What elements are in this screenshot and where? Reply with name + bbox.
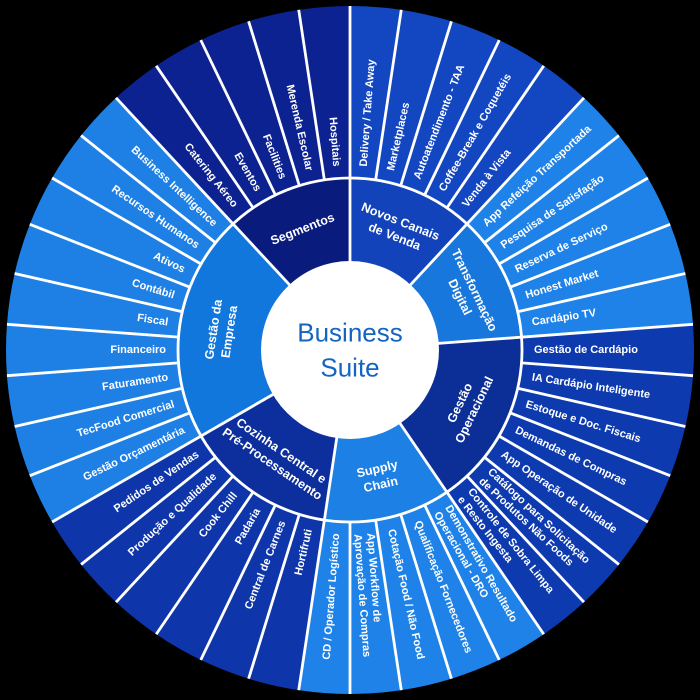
financeiro-wedge — [6, 324, 179, 376]
cd-operador-logistico-wedge — [298, 520, 350, 694]
padaria-wedge — [156, 492, 276, 660]
gestao-orcamentaria-wedge — [29, 412, 202, 522]
hospitais-wedge — [298, 6, 350, 180]
module-divider-line — [6, 361, 179, 378]
module-divider-line — [498, 176, 649, 266]
category-divider-line — [297, 435, 339, 691]
faturamento-wedge — [6, 362, 183, 427]
cardapio-tv-wedge — [517, 273, 694, 338]
cotacao-food-nao-food-wedge — [375, 514, 452, 691]
module-divider-line — [247, 20, 301, 187]
module-divider-line — [80, 456, 217, 566]
gestao-de-cardapio-label: Gestão de Cardápio — [534, 344, 638, 356]
module-divider-line — [6, 322, 179, 339]
category-divider-line — [408, 96, 586, 288]
module-divider-line — [199, 39, 277, 196]
central-de-carnes-wedge — [200, 504, 300, 679]
category-divider-line — [397, 421, 545, 636]
autoatendimento-taa-wedge — [400, 21, 500, 196]
estoque-e-doc-fiscais-wedge — [510, 388, 686, 476]
hospitais-label: Hospitais — [327, 117, 343, 167]
module-divider-line — [374, 9, 403, 181]
module-divider-line — [423, 504, 501, 661]
demandas-de-compras-wedge — [498, 412, 671, 522]
category-divider-line — [436, 322, 694, 345]
module-divider-line — [483, 134, 620, 244]
module-divider-line — [521, 361, 694, 378]
module-divider-line — [51, 176, 202, 266]
honest-market-wedge — [510, 224, 686, 312]
financeiro-label: Financeiro — [110, 344, 166, 356]
tecfood-comercial-wedge — [14, 388, 190, 476]
coffee-break-e-coqueteis-wedge — [424, 40, 544, 208]
module-divider-line — [199, 504, 277, 661]
module-divider-line — [155, 64, 255, 209]
app-operacao-de-unidade-wedge — [484, 436, 648, 565]
business-intelligence-wedge — [81, 97, 234, 243]
module-divider-line — [509, 411, 671, 477]
module-divider-line — [399, 20, 453, 187]
module-divider-line — [114, 475, 235, 604]
segmentos-sector — [233, 178, 350, 287]
separators-layer — [6, 6, 694, 694]
module-divider-line — [29, 223, 191, 289]
module-divider-line — [509, 223, 671, 289]
cook-chill-wedge — [116, 476, 254, 635]
delivery-take-away-wedge — [350, 6, 402, 180]
ia-cardapio-inteligente-wedge — [517, 362, 694, 427]
pesquisa-de-satisfacao-wedge — [484, 135, 648, 264]
module-divider-line — [14, 272, 183, 314]
center-hub — [261, 261, 439, 439]
module-divider-line — [14, 386, 183, 428]
module-divider-line — [517, 272, 686, 314]
module-divider-line — [80, 134, 217, 244]
gestao-de-cardapio-wedge — [521, 324, 694, 376]
wedges-layer — [6, 6, 694, 694]
module-divider-line — [465, 475, 586, 604]
pedidos-de-vendas-wedge — [52, 436, 216, 565]
category-divider-line — [51, 392, 276, 524]
catalogo-para-solicitacao-wedge — [466, 457, 619, 603]
module-divider-line — [155, 491, 255, 636]
demonstrativo-resultado-wedge — [424, 492, 544, 660]
producao-e-qualidade-wedge — [81, 457, 234, 603]
fiscal-label: Fiscal — [136, 312, 169, 329]
novos-canais-de-venda-sector — [350, 178, 467, 287]
module-divider-line — [445, 64, 545, 209]
gestao-operacional-sector — [398, 337, 522, 493]
marketplaces-wedge — [375, 9, 452, 186]
module-divider-line — [498, 434, 649, 524]
transformacao-digital-sector — [408, 223, 522, 344]
gestao-da-empresa-sector — [177, 223, 292, 436]
module-divider-line — [423, 39, 501, 196]
reserva-de-servico-wedge — [498, 178, 671, 288]
ativos-wedge — [29, 178, 202, 288]
module-divider-line — [29, 411, 191, 477]
hortifruti-wedge — [248, 514, 325, 691]
category-divider-line — [114, 96, 292, 288]
module-divider-line — [399, 513, 453, 680]
module-divider-line — [297, 9, 326, 181]
module-divider-line — [247, 513, 301, 680]
eventos-wedge — [156, 40, 276, 208]
contabil-wedge — [14, 224, 190, 312]
app-refeicao-transportada-wedge — [466, 97, 619, 243]
supply-chain-sector — [324, 421, 447, 523]
module-divider-line — [483, 456, 620, 566]
catering-aereo-wedge — [116, 65, 254, 224]
app-workflow-de-wedge — [350, 520, 402, 694]
qualificacao-fornecedores-wedge — [400, 504, 500, 679]
module-divider-line — [374, 519, 403, 691]
controle-de-sobra-limpa-wedge — [446, 476, 584, 635]
module-divider-line — [517, 386, 686, 428]
fiscal-wedge — [6, 273, 183, 338]
merenda-escolar-wedge — [248, 9, 325, 186]
facilities-wedge — [200, 21, 300, 196]
recursos-humanos-wedge — [52, 135, 216, 264]
venda-a-vista-wedge — [446, 65, 584, 224]
